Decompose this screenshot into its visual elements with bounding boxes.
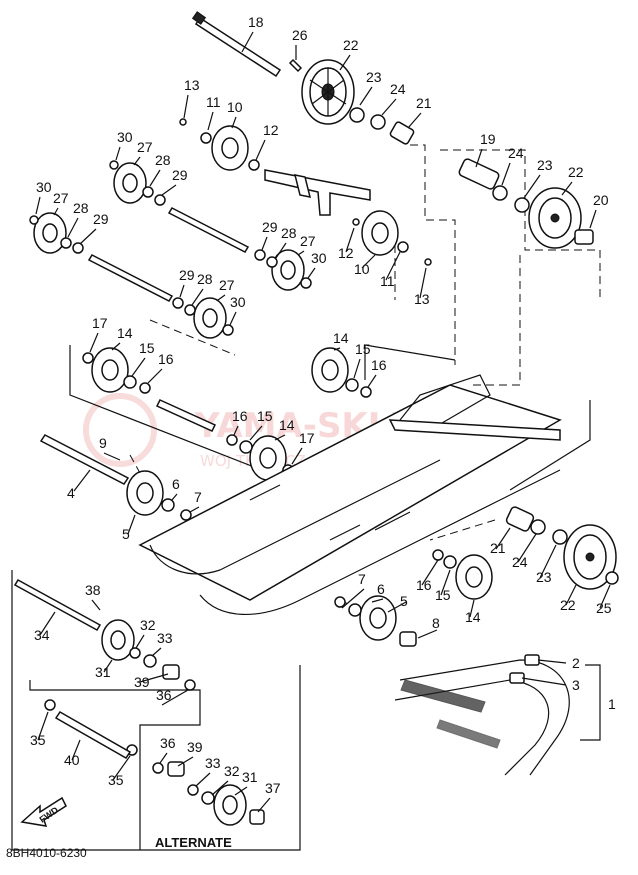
callout-39: 39: [187, 739, 203, 755]
callout-6: 6: [172, 476, 180, 492]
callout-7: 7: [358, 571, 366, 587]
callout-4: 4: [67, 485, 75, 501]
callout-36: 36: [160, 735, 176, 751]
callout-8: 8: [432, 615, 440, 631]
callout-23: 23: [366, 69, 382, 85]
callout-22: 22: [560, 597, 576, 613]
callout-24: 24: [508, 145, 524, 161]
callout-37: 37: [265, 780, 281, 796]
callout-15: 15: [355, 341, 371, 357]
callout-3: 3: [572, 677, 580, 693]
callout-27: 27: [300, 233, 316, 249]
callout-27: 27: [219, 277, 235, 293]
outline-lines: [11, 344, 601, 851]
callout-22: 22: [343, 37, 359, 53]
callout-16: 16: [232, 408, 248, 424]
callout-13: 13: [414, 291, 430, 307]
callout-31: 31: [242, 769, 258, 785]
wheel-22-right: [528, 187, 582, 249]
callout-36: 36: [156, 687, 172, 703]
callout-38: 38: [85, 582, 101, 598]
callout-32: 32: [224, 763, 240, 779]
fwd-arrow-icon: FWD: [20, 796, 67, 827]
callout-16: 16: [416, 577, 432, 593]
callout-29: 29: [172, 167, 188, 183]
frame: [138, 374, 562, 616]
callout-14: 14: [465, 609, 481, 625]
callout-5: 5: [400, 593, 408, 609]
callout-25: 25: [596, 600, 612, 616]
callout-19: 19: [480, 131, 496, 147]
callout-28: 28: [281, 225, 297, 241]
callout-21: 21: [490, 540, 506, 556]
callout-2: 2: [572, 655, 580, 671]
callout-10: 10: [227, 99, 243, 115]
watermark-logo: [83, 393, 157, 467]
callout-28: 28: [155, 152, 171, 168]
callout-27: 27: [53, 190, 69, 206]
callout-17: 17: [92, 315, 108, 331]
callout-22: 22: [568, 164, 584, 180]
callout-14: 14: [279, 417, 295, 433]
callout-29: 29: [179, 267, 195, 283]
callout-23: 23: [537, 157, 553, 173]
callout-5: 5: [122, 526, 130, 542]
callout-26: 26: [292, 27, 308, 43]
callout-12: 12: [263, 122, 279, 138]
shafts: [13, 207, 250, 759]
callout-29: 29: [262, 219, 278, 235]
callout-12: 12: [338, 245, 354, 261]
callout-11: 11: [206, 94, 221, 110]
callout-16: 16: [158, 351, 174, 367]
callout-30: 30: [117, 129, 133, 145]
callouts: 18 26 22 13 11 10 23 24 21 12 30 27 28 2…: [30, 14, 616, 796]
callout-7: 7: [194, 489, 202, 505]
callout-11: 11: [380, 273, 395, 289]
callout-35: 35: [108, 772, 124, 788]
callout-9: 9: [99, 435, 107, 451]
callout-28: 28: [73, 200, 89, 216]
callout-30: 30: [311, 250, 327, 266]
callout-33: 33: [157, 630, 173, 646]
callout-13: 13: [184, 77, 200, 93]
callout-6: 6: [377, 581, 385, 597]
shaft-18: [191, 11, 303, 78]
callout-15: 15: [139, 340, 155, 356]
callout-30: 30: [36, 179, 52, 195]
callout-33: 33: [205, 755, 221, 771]
callout-21: 21: [416, 95, 432, 111]
callout-27: 27: [137, 139, 153, 155]
idler-wheels: [33, 125, 493, 826]
callout-20: 20: [593, 192, 609, 208]
callout-leaders: [35, 31, 611, 813]
callout-1: 1: [608, 696, 616, 712]
callout-15: 15: [257, 408, 273, 424]
callout-23: 23: [536, 569, 552, 585]
diagram-code: 8BH4010-6230: [6, 846, 87, 860]
callout-28: 28: [197, 271, 213, 287]
alternate-label: ALTERNATE: [155, 835, 232, 850]
callout-17: 17: [299, 430, 315, 446]
callout-40: 40: [64, 752, 80, 768]
callout-15: 15: [435, 587, 451, 603]
callout-14: 14: [117, 325, 133, 341]
callout-24: 24: [512, 554, 528, 570]
callout-35: 35: [30, 732, 46, 748]
cross-arm: [264, 169, 371, 216]
callout-14: 14: [333, 330, 349, 346]
wheel-22-lower: [563, 524, 617, 590]
track: [394, 654, 570, 776]
callout-30: 30: [230, 294, 246, 310]
callout-34: 34: [34, 627, 50, 643]
callout-29: 29: [93, 211, 109, 227]
callout-18: 18: [248, 14, 264, 30]
callout-24: 24: [390, 81, 406, 97]
wheel-22-top: [301, 59, 355, 125]
callout-16: 16: [371, 357, 387, 373]
callout-32: 32: [140, 617, 156, 633]
